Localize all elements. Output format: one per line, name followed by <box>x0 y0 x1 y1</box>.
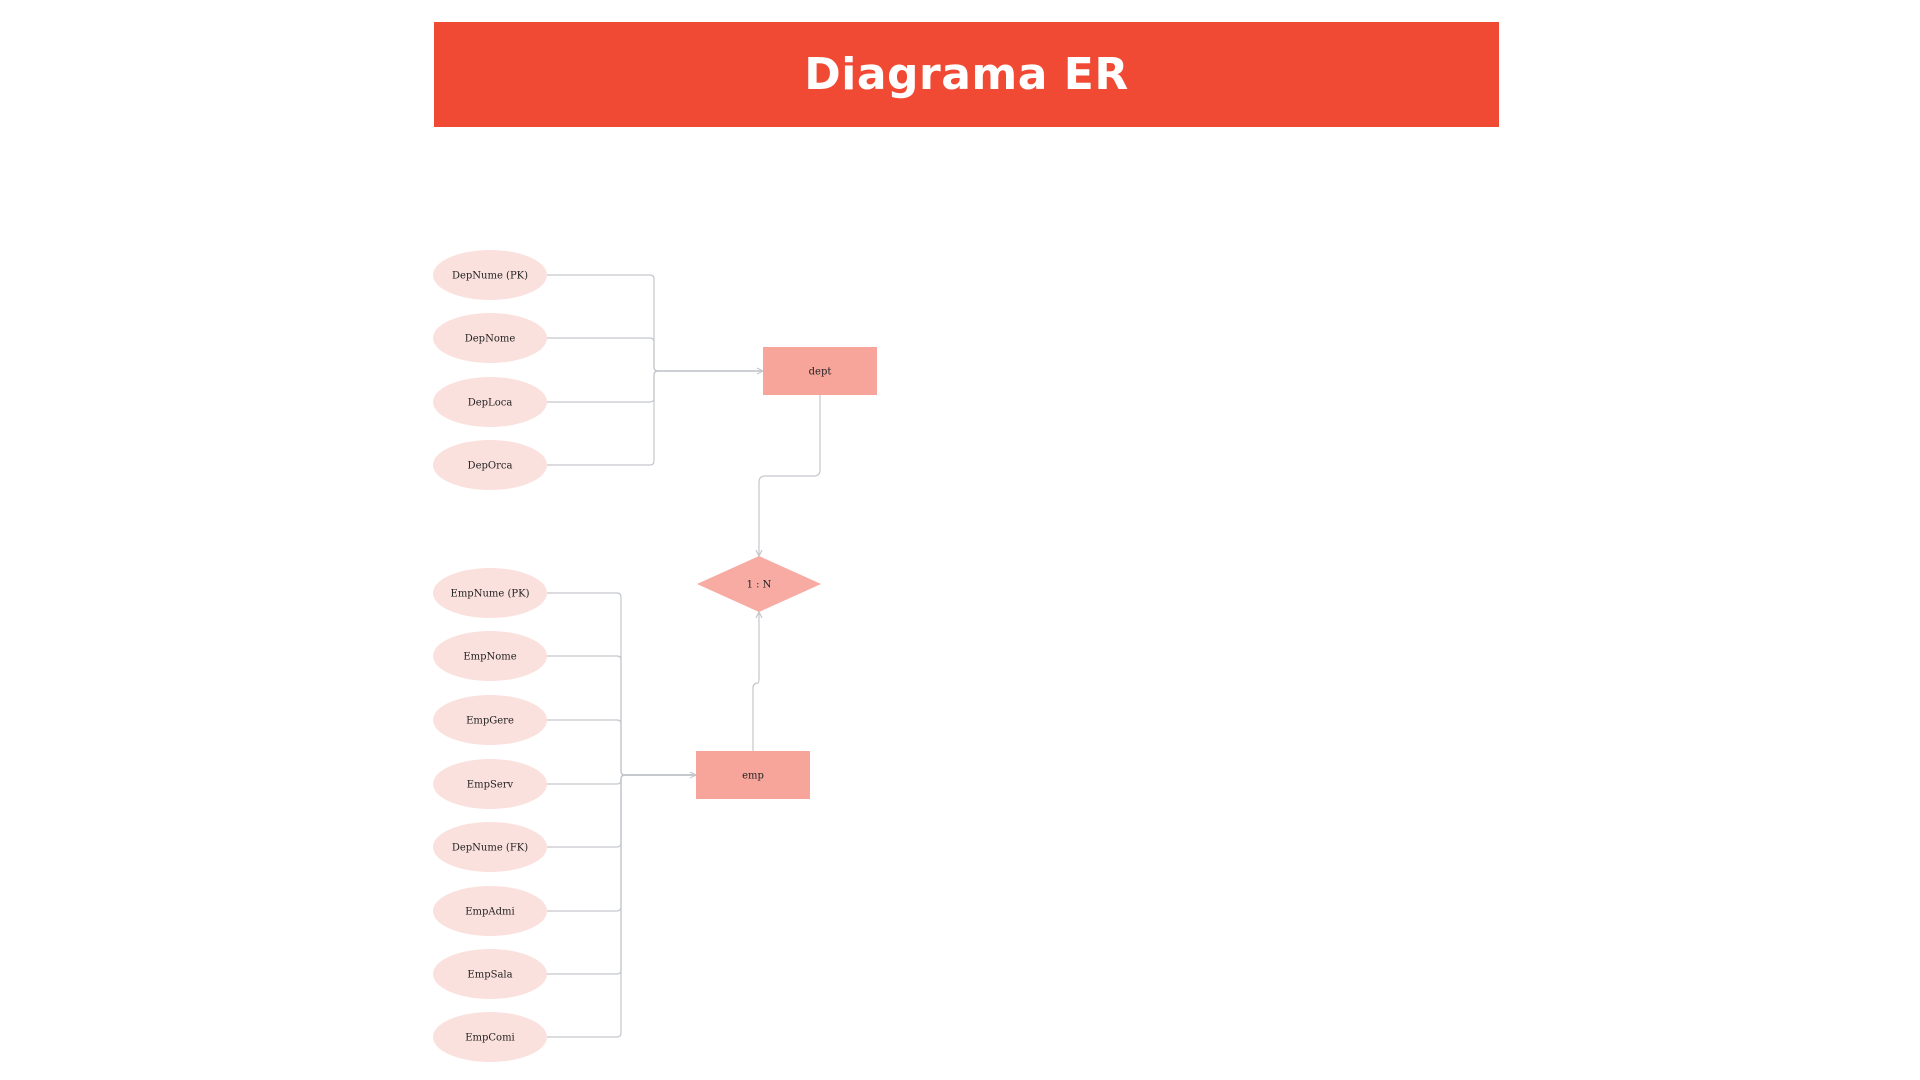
attribute-empnume-pk[interactable] <box>433 568 547 618</box>
connector-dept-relationship <box>758 395 821 556</box>
attribute-empadmi[interactable] <box>433 886 547 936</box>
connector-deporca <box>547 370 763 466</box>
attribute-label: EmpSala <box>467 970 512 981</box>
attribute-empnome[interactable] <box>433 631 547 681</box>
attribute-label: DepNume (FK) <box>452 843 528 854</box>
attribute-label: EmpServ <box>467 780 514 791</box>
connector-empcomi <box>547 774 696 1038</box>
connector-depnume-pk <box>547 274 763 372</box>
attribute-label: EmpNome <box>463 652 516 663</box>
relationship-label: 1 : N <box>747 580 772 591</box>
entity-label: dept <box>809 367 832 378</box>
connector-depnome <box>547 337 763 372</box>
entity-dept[interactable] <box>763 347 877 395</box>
attribute-depnume-fk[interactable] <box>433 822 547 872</box>
attribute-empcomi[interactable] <box>433 1012 547 1062</box>
connector-deploca <box>547 370 763 403</box>
attribute-deporca[interactable] <box>433 440 547 490</box>
attribute-depnome[interactable] <box>433 313 547 363</box>
attribute-label: EmpGere <box>466 716 514 727</box>
attribute-label: DepNome <box>465 334 516 345</box>
attribute-empserv[interactable] <box>433 759 547 809</box>
page-title: Diagrama ER <box>804 49 1129 100</box>
attribute-empsala[interactable] <box>433 949 547 999</box>
attribute-label: DepNume (PK) <box>452 271 528 282</box>
connector-empgere <box>547 719 696 776</box>
attribute-label: EmpAdmi <box>465 907 515 918</box>
attribute-label: EmpComi <box>465 1033 515 1044</box>
attribute-empgere[interactable] <box>433 695 547 745</box>
attribute-depnume-pk[interactable] <box>433 250 547 300</box>
title-banner: Diagrama ER <box>434 22 1499 127</box>
connector-emp-relationship <box>752 612 760 751</box>
attribute-label: EmpNume (PK) <box>451 589 530 600</box>
attribute-label: DepOrca <box>468 461 513 472</box>
entity-emp[interactable] <box>696 751 810 799</box>
attribute-label: DepLoca <box>468 398 513 409</box>
relationship-diamond[interactable] <box>697 556 821 612</box>
connectors <box>547 274 821 1038</box>
attribute-deploca[interactable] <box>433 377 547 427</box>
entity-label: emp <box>742 771 764 782</box>
